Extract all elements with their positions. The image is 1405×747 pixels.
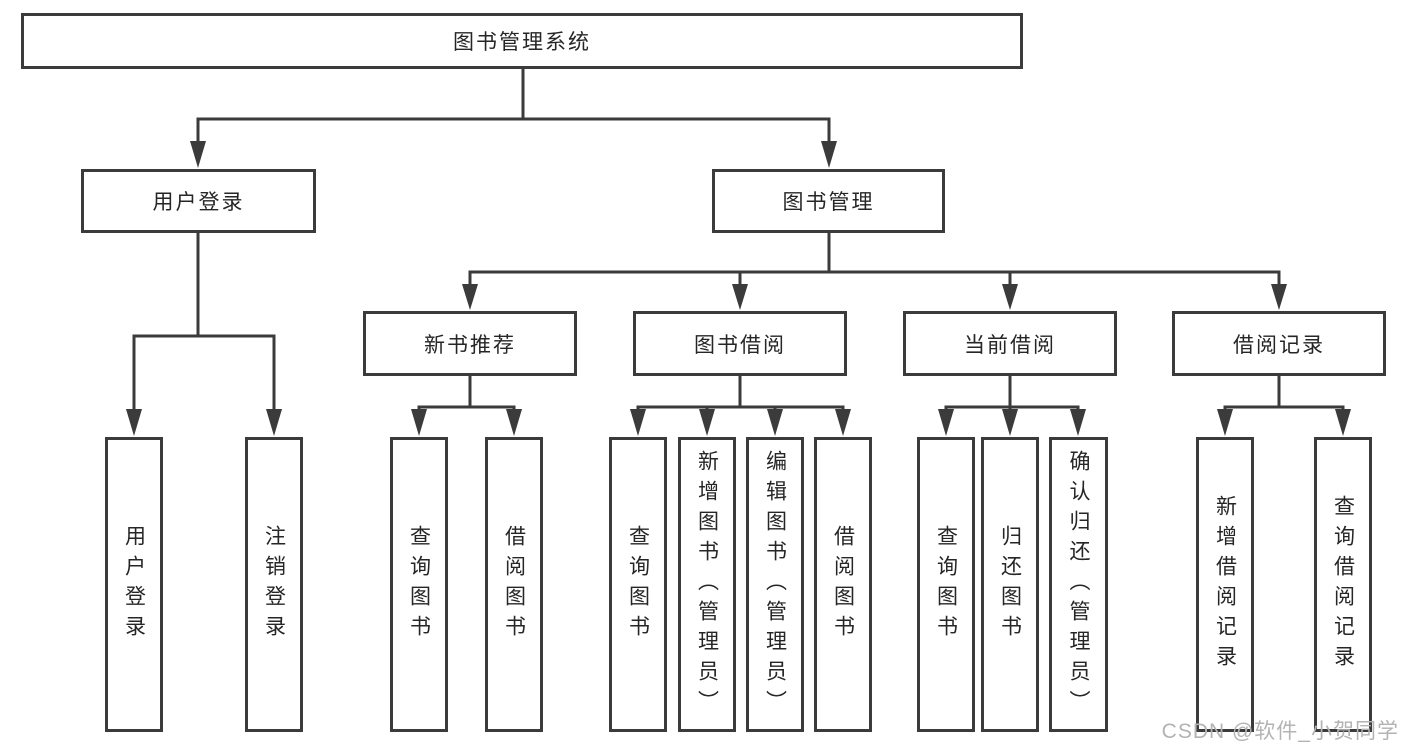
leaf-user-login: 用户登录 — [105, 437, 163, 732]
node-label: 图书管理系统 — [453, 31, 591, 54]
node-current-borrow: 当前借阅 — [903, 311, 1117, 376]
leaf-current-query-book: 查询图书 — [917, 437, 975, 732]
leaf-current-return-book: 归还图书 — [981, 437, 1039, 732]
node-label: 借阅记录 — [1233, 333, 1325, 357]
node-label: 查询图书 — [934, 524, 958, 645]
leaf-borrow-query-book: 查询图书 — [609, 437, 667, 732]
node-label: 用户登录 — [152, 191, 245, 214]
node-label: 借阅图书 — [831, 524, 855, 645]
node-borrow-record: 借阅记录 — [1172, 311, 1386, 376]
node-label: 新增图书（管理员） — [695, 449, 719, 720]
node-label: 当前借阅 — [964, 333, 1056, 357]
leaf-borrow-add-book-admin: 新增图书（管理员） — [678, 437, 736, 732]
leaf-recommend-query-book: 查询图书 — [390, 437, 448, 732]
csdn-watermark: CSDN @软件_小贺同学 — [1161, 720, 1399, 743]
node-label: 图书管理 — [782, 191, 875, 214]
node-label: 注销登录 — [262, 524, 286, 645]
leaf-borrow-edit-book-admin: 编辑图书（管理员） — [746, 437, 804, 732]
node-label: 编辑图书（管理员） — [763, 449, 787, 720]
leaf-logout: 注销登录 — [245, 437, 303, 732]
leaf-recommend-borrow-book: 借阅图书 — [485, 437, 543, 732]
connector-stems — [132, 67, 1345, 416]
node-label: 确认归还（管理员） — [1067, 449, 1090, 720]
leaf-record-query-borrow-record: 查询借阅记录 — [1314, 437, 1372, 732]
node-book-borrow: 图书借阅 — [633, 311, 847, 376]
node-root-system: 图书管理系统 — [21, 13, 1023, 69]
node-new-book-recommend: 新书推荐 — [363, 311, 577, 376]
leaf-record-add-borrow-record: 新增借阅记录 — [1196, 437, 1254, 732]
node-label: 用户登录 — [122, 524, 146, 645]
node-book-management: 图书管理 — [712, 169, 945, 233]
arrowhead-icons — [126, 141, 1351, 436]
node-label: 新增借阅记录 — [1213, 494, 1237, 675]
node-label: 查询借阅记录 — [1331, 494, 1355, 675]
node-label: 归还图书 — [998, 524, 1022, 645]
leaf-current-confirm-return-admin: 确认归还（管理员） — [1049, 437, 1108, 732]
node-label: 新书推荐 — [424, 333, 516, 357]
leaf-borrow-borrow-book: 借阅图书 — [814, 437, 872, 732]
node-label: 图书借阅 — [694, 333, 786, 357]
node-label: 借阅图书 — [502, 524, 526, 645]
node-label: 查询图书 — [626, 524, 650, 645]
node-user-login: 用户登录 — [81, 169, 316, 233]
node-label: 查询图书 — [407, 524, 431, 645]
